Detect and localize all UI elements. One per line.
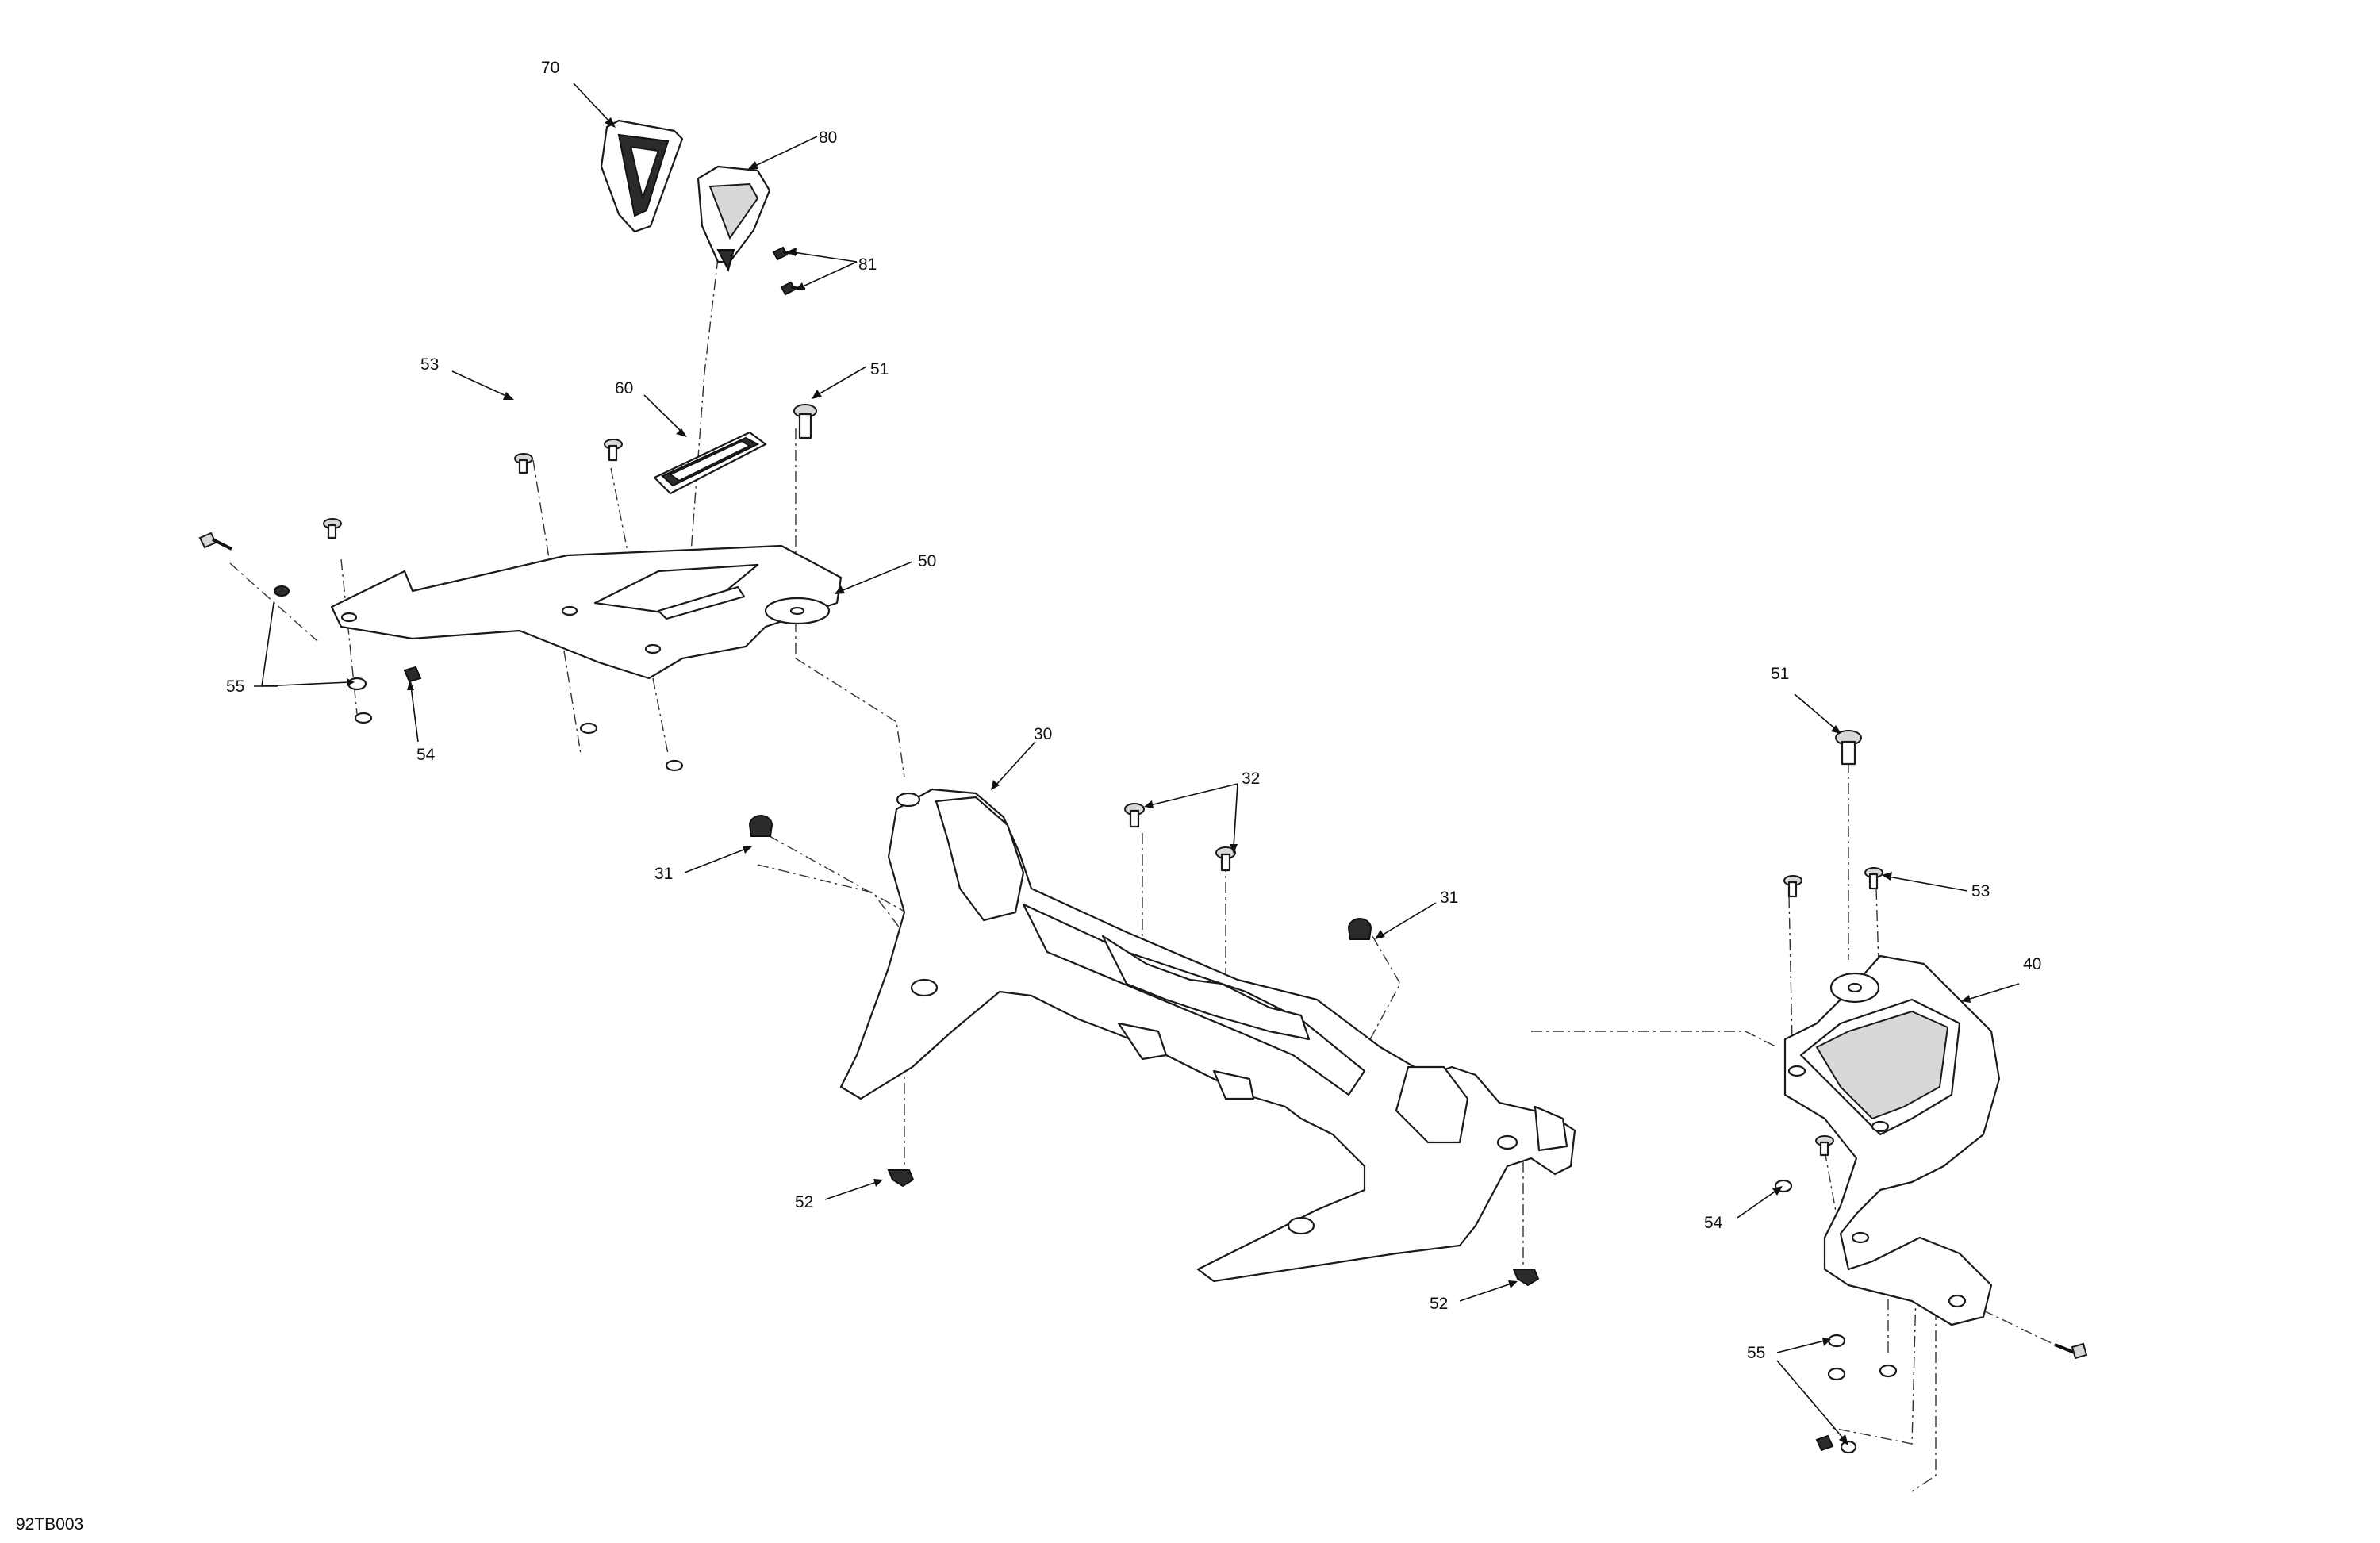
upper-bracket-50 — [330, 544, 843, 680]
callout-53-left: 53 — [420, 355, 439, 374]
callout-54-right: 54 — [1704, 1214, 1723, 1232]
callout-31-left: 31 — [654, 865, 673, 883]
callout-30: 30 — [1034, 725, 1052, 743]
callout-51-right: 51 — [1771, 665, 1789, 683]
callout-55-right: 55 — [1747, 1344, 1765, 1362]
callout-81: 81 — [858, 255, 877, 274]
callout-54-left: 54 — [416, 746, 436, 764]
fasteners-upper-left — [198, 404, 817, 772]
main-frame-30 — [839, 788, 1576, 1283]
callout-50: 50 — [918, 552, 936, 570]
callout-60: 60 — [615, 379, 633, 397]
callout-31-right: 31 — [1440, 889, 1458, 907]
callout-40: 40 — [2023, 955, 2041, 973]
callout-70: 70 — [541, 59, 559, 77]
callout-labels: 70 80 81 53 60 51 50 55 54 30 32 31 31 5… — [226, 59, 2041, 1362]
light-lens-80 — [697, 165, 771, 272]
callout-55-left: 55 — [226, 677, 244, 696]
callout-51-top: 51 — [870, 360, 889, 378]
fasteners-frame — [748, 803, 1540, 1287]
callout-80: 80 — [819, 129, 837, 147]
callout-leaders — [254, 83, 2020, 1445]
figure-code: 92TB003 — [16, 1515, 84, 1533]
callout-32: 32 — [1242, 770, 1260, 788]
callout-52-right: 52 — [1430, 1295, 1448, 1313]
fasteners-right — [1774, 730, 2088, 1454]
right-bracket-40 — [1783, 954, 2001, 1326]
callout-53-right: 53 — [1971, 882, 1990, 900]
foam-strip-60 — [653, 431, 767, 495]
light-housing-70 — [600, 119, 684, 233]
assembly-lines — [229, 257, 2056, 1492]
callout-52-left: 52 — [795, 1193, 813, 1211]
